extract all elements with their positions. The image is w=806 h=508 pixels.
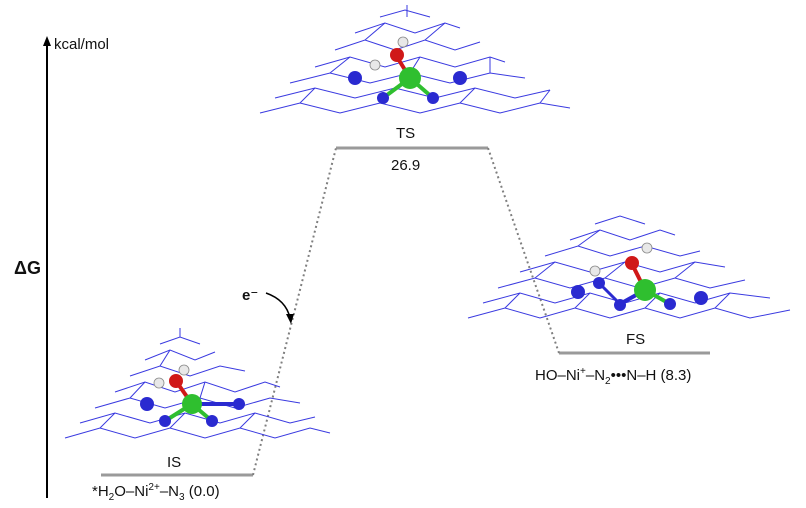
is-n-atom — [233, 398, 245, 410]
ts-energy: 26.9 — [391, 157, 421, 174]
ts-n-atom — [377, 92, 389, 104]
electron-label: e⁻ — [242, 287, 259, 304]
fs-h-atom — [589, 265, 601, 277]
is-species-energy: *H2O–Ni2+–N3 (0.0) — [92, 482, 220, 503]
path-ts-to-fs — [487, 147, 560, 354]
is-structure — [64, 328, 331, 439]
ts-n-atom — [453, 71, 467, 85]
fs-n-atom — [664, 298, 676, 310]
fs-n-atom — [614, 299, 626, 311]
is-label: IS — [167, 454, 182, 471]
ts-structure — [259, 5, 571, 114]
fs-h-atom — [641, 242, 653, 254]
path-is-to-ts — [252, 147, 337, 476]
is-n-atom — [159, 415, 171, 427]
fs-species-energy: HO–Ni+–N2•••N–H (8.3) — [535, 366, 692, 387]
fs-n-atom — [694, 291, 708, 305]
fs-structure — [467, 215, 791, 319]
fs-label: FS — [626, 331, 646, 348]
ts-o-atom — [390, 48, 404, 62]
is-n-atom — [140, 397, 154, 411]
is-h-atom — [153, 377, 165, 389]
ts-lattice — [259, 5, 571, 114]
is-lattice — [64, 328, 331, 439]
axis-title: ΔG — [14, 258, 41, 278]
fs-n-atom — [593, 277, 605, 289]
axis-arrowhead — [43, 36, 51, 46]
fs-lattice — [467, 215, 791, 319]
fs-ni-atom — [634, 279, 656, 301]
ts-n-atom — [427, 92, 439, 104]
is-ni-atom — [182, 394, 202, 414]
fs-n-atom — [571, 285, 585, 299]
ts-n-atom — [348, 71, 362, 85]
is-n-atom — [206, 415, 218, 427]
electron-arrowhead — [286, 314, 294, 324]
axis-unit-label: kcal/mol — [54, 36, 110, 53]
is-h-atom — [178, 364, 190, 376]
ts-h-atom — [397, 36, 409, 48]
ts-ni-atom — [399, 67, 421, 89]
ts-h-atom — [369, 59, 381, 71]
is-o-atom — [169, 374, 183, 388]
ts-label: TS — [396, 125, 416, 142]
fs-o-atom — [625, 256, 639, 270]
